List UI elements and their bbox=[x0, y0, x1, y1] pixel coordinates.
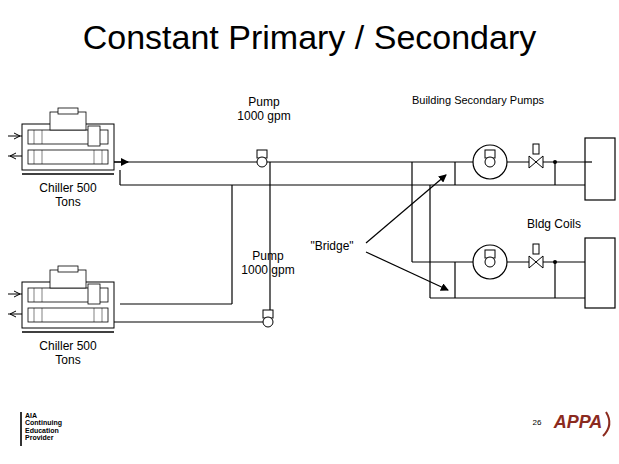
coil-label: Bldg Coils bbox=[525, 218, 583, 232]
slide-number: 26 bbox=[533, 418, 542, 427]
provider-mark: AIA Continuing Education Provider bbox=[25, 412, 67, 441]
slide-title: Constant Primary / Secondary bbox=[0, 18, 619, 57]
chiller-unit: Chiller 500 Tons bbox=[33, 182, 103, 210]
pump-label: Pump 1000 gpm bbox=[238, 250, 298, 278]
chiller-caption: Chiller 500 Tons bbox=[38, 182, 98, 210]
pump-label: Pump 1000 gpm bbox=[234, 96, 294, 124]
chiller-unit: Chiller 500 Tons bbox=[33, 340, 103, 368]
chiller-caption: Chiller 500 Tons bbox=[38, 340, 98, 368]
bridge-label: "Bridge" bbox=[308, 240, 355, 254]
pump-heading: Building Secondary Pumps bbox=[412, 94, 544, 107]
org-logo: APPA bbox=[554, 412, 603, 433]
